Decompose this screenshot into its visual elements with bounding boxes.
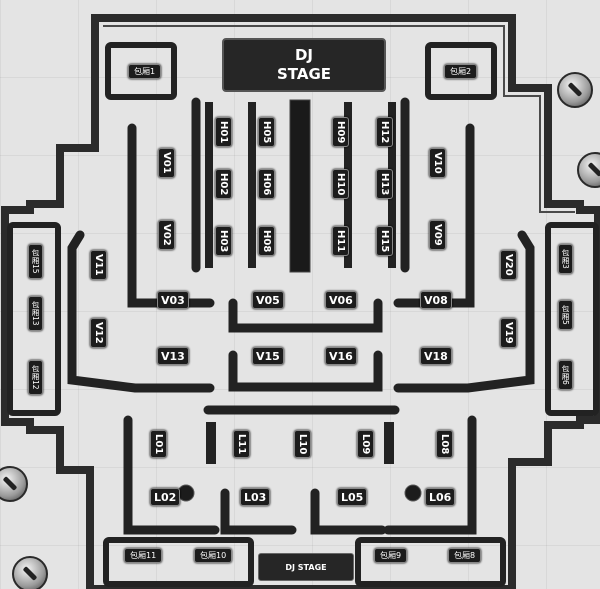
knob-icon: [0, 466, 28, 502]
booth-v08[interactable]: V08: [420, 291, 452, 309]
booth-l02[interactable]: L02: [150, 488, 181, 506]
booth-h11[interactable]: H11: [332, 226, 349, 257]
booth-v18[interactable]: V18: [420, 347, 452, 365]
booth-v02[interactable]: V02: [158, 220, 175, 250]
booth-h06[interactable]: H06: [258, 169, 275, 200]
knob-icon: [557, 72, 593, 108]
booth-l09[interactable]: L09: [357, 430, 374, 459]
booth-l01[interactable]: L01: [150, 430, 167, 459]
private-room-11[interactable]: 包厢11: [124, 548, 163, 563]
booth-h05[interactable]: H05: [258, 117, 275, 148]
booth-v15[interactable]: V15: [252, 347, 284, 365]
booth-h13[interactable]: H13: [376, 169, 393, 200]
booth-h09[interactable]: H09: [332, 117, 349, 148]
private-room-1[interactable]: 包厢1: [128, 64, 162, 79]
booth-v16[interactable]: V16: [325, 347, 357, 365]
knob-icon: [12, 556, 48, 589]
knob-icon: [577, 152, 600, 188]
booth-v12[interactable]: V12: [90, 318, 107, 348]
dj-stage-main: DJ STAGE: [222, 38, 386, 92]
booth-l11[interactable]: L11: [233, 430, 250, 459]
private-room-5[interactable]: 包厢5: [558, 300, 573, 330]
private-room-13[interactable]: 包厢13: [28, 296, 43, 331]
private-room-15[interactable]: 包厢15: [28, 244, 43, 279]
private-room-6[interactable]: 包厢6: [558, 360, 573, 390]
private-room-2[interactable]: 包厢2: [444, 64, 478, 79]
booth-v19[interactable]: V19: [500, 318, 517, 348]
private-room-3[interactable]: 包厢3: [558, 244, 573, 274]
booth-l06[interactable]: L06: [425, 488, 456, 506]
booth-v03[interactable]: V03: [157, 291, 189, 309]
private-room-12[interactable]: 包厢12: [28, 360, 43, 395]
booth-h01[interactable]: H01: [215, 117, 232, 148]
booth-v05[interactable]: V05: [252, 291, 284, 309]
private-room-8[interactable]: 包厢8: [448, 548, 482, 563]
booth-h03[interactable]: H03: [215, 226, 232, 257]
booth-l03[interactable]: L03: [240, 488, 271, 506]
stage-title-line1: DJ: [294, 46, 314, 64]
booth-v09[interactable]: V09: [429, 220, 446, 250]
booth-v01[interactable]: V01: [158, 148, 175, 178]
booth-h08[interactable]: H08: [258, 226, 275, 257]
booth-v20[interactable]: V20: [500, 250, 517, 280]
booth-h02[interactable]: H02: [215, 169, 232, 200]
booth-v10[interactable]: V10: [429, 148, 446, 178]
dj-stage-bottom: DJ STAGE: [258, 553, 354, 581]
booth-l08[interactable]: L08: [436, 430, 453, 459]
booth-v11[interactable]: V11: [90, 250, 107, 280]
private-room-10[interactable]: 包厢10: [194, 548, 233, 563]
booth-l05[interactable]: L05: [337, 488, 368, 506]
private-room-9[interactable]: 包厢9: [374, 548, 408, 563]
booth-h10[interactable]: H10: [332, 169, 349, 200]
booth-v13[interactable]: V13: [157, 347, 189, 365]
booth-h12[interactable]: H12: [376, 117, 393, 148]
booth-v06[interactable]: V06: [325, 291, 357, 309]
booth-l10[interactable]: L10: [294, 430, 311, 459]
stage-title-line2: STAGE: [276, 65, 332, 83]
booth-h15[interactable]: H15: [376, 226, 393, 257]
